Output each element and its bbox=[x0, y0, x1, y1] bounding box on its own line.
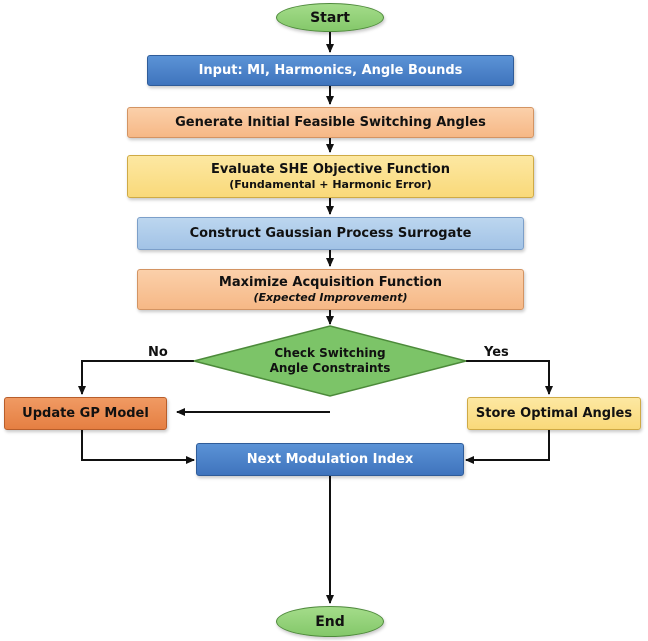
arrow-decision-to-update-gp bbox=[78, 360, 194, 395]
end-node: End bbox=[276, 606, 384, 637]
start-label: Start bbox=[310, 9, 350, 26]
next-mi-box: Next Modulation Index bbox=[196, 443, 464, 476]
arrow-decision-to-store bbox=[466, 360, 553, 395]
generate-angles-label: Generate Initial Feasible Switching Angl… bbox=[175, 114, 486, 130]
arrow-update-gp-to-next-mi bbox=[81, 430, 195, 464]
input-box: Input: MI, Harmonics, Angle Bounds bbox=[147, 55, 514, 86]
store-angles-box: Store Optimal Angles bbox=[467, 397, 641, 430]
construct-surrogate-box: Construct Gaussian Process Surrogate bbox=[137, 217, 524, 250]
construct-surrogate-label: Construct Gaussian Process Surrogate bbox=[189, 225, 472, 241]
store-angles-label: Store Optimal Angles bbox=[475, 405, 633, 421]
maximize-acquisition-title: Maximize Acquisition Function bbox=[218, 274, 443, 290]
generate-angles-box: Generate Initial Feasible Switching Angl… bbox=[127, 107, 534, 138]
branch-yes-label: Yes bbox=[484, 345, 509, 360]
evaluate-objective-subtitle: (Fundamental + Harmonic Error) bbox=[229, 177, 432, 191]
arrow-store-to-next-mi bbox=[465, 430, 550, 464]
next-mi-label: Next Modulation Index bbox=[246, 451, 414, 467]
input-label: Input: MI, Harmonics, Angle Bounds bbox=[198, 62, 463, 78]
end-label: End bbox=[315, 613, 345, 630]
update-gp-box: Update GP Model bbox=[4, 397, 167, 430]
maximize-acquisition-subtitle: (Expected Improvement) bbox=[253, 290, 408, 304]
maximize-acquisition-box: Maximize Acquisition Function (Expected … bbox=[137, 269, 524, 310]
evaluate-objective-box: Evaluate SHE Objective Function (Fundame… bbox=[127, 155, 534, 198]
decision-diamond bbox=[193, 325, 467, 397]
decision-label-line1: Check Switching bbox=[274, 346, 386, 360]
decision-label: Check Switching Angle Constraints bbox=[236, 342, 424, 380]
update-gp-label: Update GP Model bbox=[22, 405, 149, 421]
evaluate-objective-title: Evaluate SHE Objective Function bbox=[211, 161, 450, 177]
decision-label-line2: Angle Constraints bbox=[269, 361, 391, 375]
branch-no-label: No bbox=[148, 345, 168, 360]
start-node: Start bbox=[276, 3, 384, 32]
